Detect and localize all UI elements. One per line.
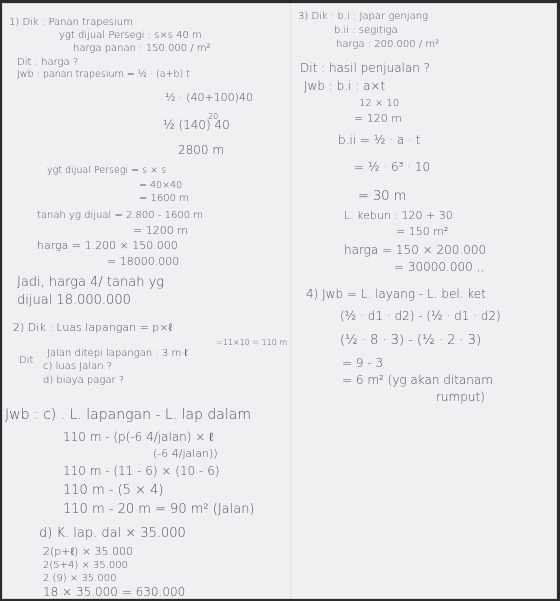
handwritten-line: 110 m - (p(-6 4/jalan) × ℓ xyxy=(63,430,214,444)
handwritten-line: = 9 - 3 xyxy=(342,356,384,370)
handwritten-line: Jwb : b.i : a×t xyxy=(304,79,386,93)
handwritten-line: 3) Dik : b.i : Japar genjang xyxy=(298,11,429,22)
handwritten-line: b.ii = ½ · a · t xyxy=(338,133,421,147)
handwritten-line: 20 xyxy=(208,112,219,121)
handwritten-line: 18 × 35.000 = 630.000 xyxy=(43,585,186,599)
handwritten-line: Dit xyxy=(19,355,34,366)
handwritten-line: 1) Dik : Panan trapesium xyxy=(9,17,133,28)
handwritten-line: ½ · (40+100)40 xyxy=(165,91,253,104)
handwritten-line: Jwb : panan trapesium = ½ · (a+b) t xyxy=(17,69,191,80)
handwritten-line: harga : 200.000 / m² xyxy=(336,39,440,50)
handwritten-line: Jadi, harga 4/ tanah yg xyxy=(17,275,165,290)
handwritten-line: Dit : hasil penjualan ? xyxy=(300,61,431,75)
handwritten-line: tanah yg dijual = 2.800 - 1600 m xyxy=(37,210,203,221)
handwritten-line: b.ii : segitiga xyxy=(334,25,398,36)
handwritten-line: 110 m - 20 m = 90 m² (Jalan) xyxy=(63,502,255,517)
handwritten-line: = 30000.000 ,, xyxy=(394,260,485,274)
handwritten-line: = 30 m xyxy=(358,189,407,204)
handwritten-line: (½ · 8 · 3) - (½ · 2 · 3) xyxy=(340,333,482,348)
handwritten-line: L. kebun : 120 + 30 xyxy=(344,209,453,222)
handwritten-line: harga = 1.200 × 150.000 xyxy=(37,239,178,252)
left-column: 1) Dik : Panan trapesium ygt dijual Perse… xyxy=(3,4,290,599)
handwritten-line: 2 (9) × 35.000 xyxy=(43,573,117,584)
handwritten-line: = 120 m xyxy=(354,112,402,125)
handwritten-line: 4) Jwb = L. layang - L. bel. ket xyxy=(306,287,486,301)
handwritten-line: Jwb : c) . L. lapangan - L. lap dalam xyxy=(5,407,251,423)
handwritten-line: = 18000.000 xyxy=(107,255,180,268)
handwritten-line: = 1200 m xyxy=(133,224,188,237)
handwritten-line: rumput) xyxy=(436,390,485,404)
handwritten-line: = 1600 m xyxy=(139,193,189,204)
handwritten-line: harga = 150 × 200.000 xyxy=(344,243,487,257)
handwritten-line: ygt dijual Persegi : s×s 40 m xyxy=(59,30,202,41)
handwritten-line: = 6 m² (yg akan ditanam xyxy=(342,373,493,387)
handwritten-line: Dit : harga ? xyxy=(17,57,79,68)
handwritten-line: 110 m - (5 × 4) xyxy=(63,483,164,498)
handwritten-line: = 40×40 xyxy=(139,180,183,191)
handwritten-line: 110 m - (11 - 6) × (10 - 6) xyxy=(63,464,220,478)
handwritten-line: = 150 m² xyxy=(396,225,449,238)
handwritten-line: ½ (140) 40 xyxy=(163,118,230,132)
handwritten-line: d) K. lap. dal × 35.000 xyxy=(39,526,186,541)
handwritten-line: ygt dijual Persegi = s × s xyxy=(47,165,167,176)
handwritten-line: Jalan ditepi lapangan : 3 m·ℓ xyxy=(47,348,188,359)
handwritten-line: = ½ · 6³ · 10 xyxy=(354,160,431,174)
handwritten-line: 2800 m xyxy=(178,143,225,157)
handwritten-line: (½ · d1 · d2) - (½ · d1 · d2) xyxy=(340,309,501,323)
worksheet-paper: 1) Dik : Panan trapesium ygt dijual Perse… xyxy=(2,3,557,599)
handwritten-line: =11×10 = 110 m xyxy=(216,338,288,347)
handwritten-line: 12 × 10 xyxy=(359,98,400,109)
handwritten-line: (-6 4/jalan)) xyxy=(153,447,218,460)
right-column: 3) Dik : b.i : Japar genjang b.ii : segit… xyxy=(294,4,556,598)
handwritten-line: dijual 18.000.000 xyxy=(17,293,131,308)
handwritten-line: c) luas Jalan ? xyxy=(43,361,113,372)
handwritten-line: 2(p+ℓ) × 35.000 xyxy=(43,545,134,558)
handwritten-line: 2) Dik : Luas lapangan = p×ℓ xyxy=(13,321,173,334)
handwritten-line: 2(5+4) × 35.000 xyxy=(43,560,128,571)
handwritten-line: harga panan : 150.000 / m² xyxy=(73,43,211,54)
page-fold xyxy=(290,4,292,598)
handwritten-line: d) biaya pagar ? xyxy=(43,375,125,386)
